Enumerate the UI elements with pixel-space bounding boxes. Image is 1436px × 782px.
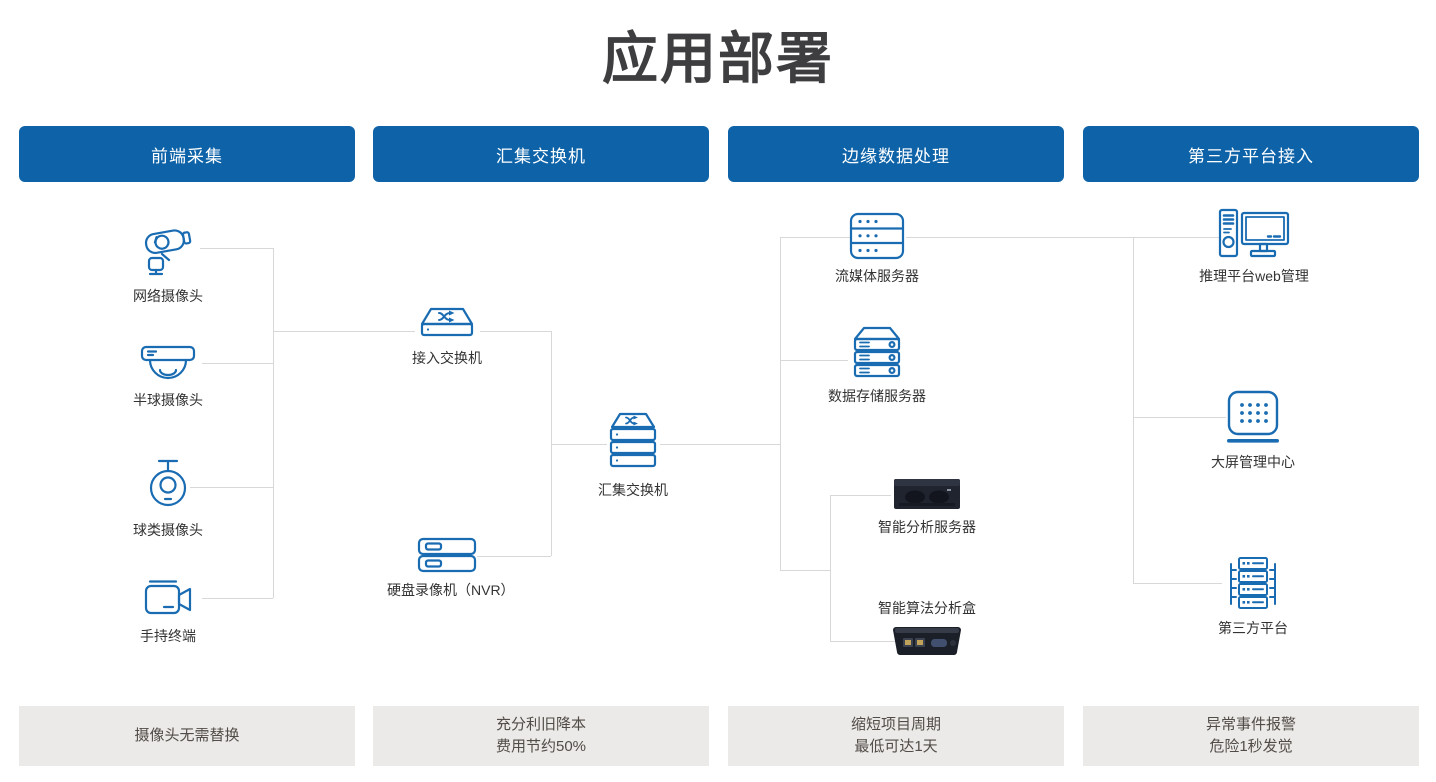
led-screen-icon (1227, 390, 1279, 443)
benefit-line: 缩短项目周期 (850, 715, 941, 733)
node-analysis-server: 智能分析服务器 (867, 477, 987, 537)
benefit-line: 最低可达1天 (854, 738, 938, 755)
rack-server-photo (894, 479, 960, 509)
node-analysis-box: 智能算法分析盒 (867, 598, 987, 658)
node-label: 网络摄像头 (133, 288, 203, 304)
node-web-management: 推理平台web管理 (1194, 208, 1314, 286)
server-rack-icon (849, 212, 905, 260)
node-dome-camera: 半球摄像头 (108, 344, 228, 410)
node-big-screen: 大屏管理中心 (1193, 390, 1313, 472)
node-label: 数据存储服务器 (828, 388, 926, 404)
node-streaming-server: 流媒体服务器 (817, 212, 937, 286)
stacked-switch-icon (609, 412, 657, 468)
connector-line (660, 444, 780, 445)
node-ball-camera: 球类摄像头 (108, 458, 228, 540)
column-header-edge: 边缘数据处理 (728, 126, 1064, 182)
connector-line (200, 248, 273, 249)
camcorder-icon (144, 580, 192, 615)
nvr-icon (417, 537, 477, 573)
node-third-party-platform: 第三方平台 (1193, 556, 1313, 638)
connector-line (190, 487, 273, 488)
node-nvr: 硬盘录像机（NVR） (387, 536, 515, 600)
connector-line (780, 360, 848, 361)
node-aggregation-switch: 汇集交换机 (573, 412, 693, 500)
node-label: 汇集交换机 (598, 482, 668, 498)
node-access-switch: 接入交换机 (387, 306, 507, 368)
benefit-line: 危险1秒发觉 (1209, 738, 1293, 755)
connector-line (780, 237, 850, 238)
node-label: 半球摄像头 (133, 392, 203, 408)
storage-server-icon (853, 326, 901, 378)
connector-line (1133, 237, 1134, 583)
switch-icon (420, 307, 474, 337)
node-label: 硬盘录像机（NVR） (387, 582, 515, 598)
connector-line (273, 248, 274, 598)
ptz-ball-camera-icon (149, 459, 187, 507)
node-label: 推理平台web管理 (1199, 268, 1309, 284)
connector-line (480, 331, 551, 332)
column-header-thirdparty: 第三方平台接入 (1083, 126, 1419, 182)
connector-line (551, 331, 552, 556)
benefit-card-edge: 缩短项目周期 最低可达1天 (728, 706, 1064, 766)
benefit-card-thirdparty: 异常事件报警 危险1秒发觉 (1083, 706, 1419, 766)
node-label: 手持终端 (140, 628, 196, 644)
platform-server-icon (1230, 557, 1276, 609)
connector-line (906, 237, 1133, 238)
connector-line (202, 363, 273, 364)
node-label: 大屏管理中心 (1211, 454, 1295, 470)
benefit-card-aggregation: 充分利旧降本 费用节约50% (373, 706, 709, 766)
benefit-line: 费用节约50% (495, 738, 587, 755)
column-header-frontend: 前端采集 (19, 126, 355, 182)
desktop-computer-icon (1218, 208, 1290, 258)
node-label: 流媒体服务器 (835, 268, 919, 284)
page-title: 应用部署 (602, 27, 834, 90)
benefit-line: 摄像头无需替换 (134, 726, 240, 744)
column-header-aggregation: 汇集交换机 (373, 126, 709, 182)
benefit-line: 充分利旧降本 (495, 715, 586, 733)
node-label: 接入交换机 (412, 350, 482, 366)
connector-line (1133, 417, 1226, 418)
node-storage-server: 数据存储服务器 (817, 326, 937, 406)
connector-line (780, 237, 781, 570)
node-network-camera: 网络摄像头 (108, 226, 228, 306)
connector-line (202, 598, 273, 599)
dome-camera-icon (140, 345, 196, 380)
connector-line (273, 331, 415, 332)
benefit-line: 异常事件报警 (1205, 715, 1296, 733)
node-label: 球类摄像头 (133, 522, 203, 538)
edge-box-photo (893, 627, 961, 655)
node-label: 智能分析服务器 (878, 519, 976, 535)
benefit-card-frontend: 摄像头无需替换 (19, 706, 355, 766)
connector-line (830, 495, 891, 496)
connector-line (477, 556, 551, 557)
connector-line (1133, 237, 1220, 238)
connector-line (830, 495, 831, 641)
connector-line (780, 570, 830, 571)
connector-line (1133, 583, 1222, 584)
node-label: 第三方平台 (1218, 620, 1288, 636)
connector-line (551, 444, 607, 445)
node-label: 智能算法分析盒 (878, 600, 976, 616)
node-handheld-terminal: 手持终端 (108, 578, 228, 646)
connector-line (830, 641, 895, 642)
bullet-camera-icon (144, 229, 192, 276)
